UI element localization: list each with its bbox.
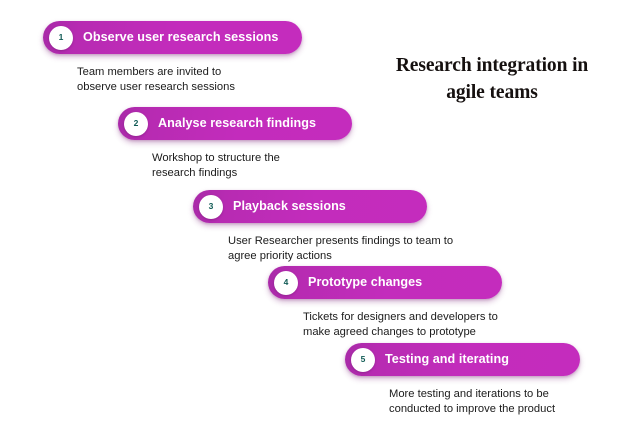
process-step-5: 5 Testing and iterating — [345, 343, 580, 376]
page-title-line-2: agile teams — [446, 82, 538, 103]
step-number-badge-2: 2 — [124, 111, 148, 136]
page-title-line-1: Research integration in — [395, 55, 589, 76]
step-description-2: Workshop to structure the research findi… — [152, 152, 280, 179]
step-label-4: Prototype changes — [308, 275, 423, 290]
step-description-3: User Researcher presents findings to tea… — [228, 235, 454, 262]
process-step-3: 3 Playback sessions — [193, 190, 427, 223]
step-number-2: 2 — [133, 118, 139, 129]
step-number-badge-3: 3 — [199, 194, 223, 219]
page-title: Research integration in agile teams — [372, 52, 612, 106]
process-step-2: 2 Analyse research findings — [118, 107, 352, 140]
step-number-4: 4 — [283, 277, 289, 288]
step-description-1: Team members are invited to observe user… — [77, 66, 235, 93]
step-pill-5[interactable]: 5 Testing and iterating — [345, 343, 580, 376]
step-number-badge-1: 1 — [49, 25, 73, 50]
step-label-2: Analyse research findings — [158, 116, 317, 131]
process-step-4: 4 Prototype changes — [268, 266, 502, 299]
step-label-5: Testing and iterating — [385, 352, 509, 367]
step-number-1: 1 — [58, 32, 64, 43]
step-pill-1[interactable]: 1 Observe user research sessions — [43, 21, 302, 54]
step-number-3: 3 — [208, 201, 214, 212]
step-label-1: Observe user research sessions — [83, 30, 279, 45]
step-pill-4[interactable]: 4 Prototype changes — [268, 266, 502, 299]
process-step-1: 1 Observe user research sessions — [43, 21, 302, 54]
step-pill-3[interactable]: 3 Playback sessions — [193, 190, 427, 223]
step-description-5: More testing and iterations to be conduc… — [389, 388, 556, 415]
step-description-4: Tickets for designers and developers to … — [303, 311, 498, 338]
step-number-5: 5 — [360, 354, 366, 365]
step-number-badge-5: 5 — [351, 347, 375, 372]
step-number-badge-4: 4 — [274, 270, 298, 295]
step-label-3: Playback sessions — [233, 199, 346, 214]
step-pill-2[interactable]: 2 Analyse research findings — [118, 107, 352, 140]
